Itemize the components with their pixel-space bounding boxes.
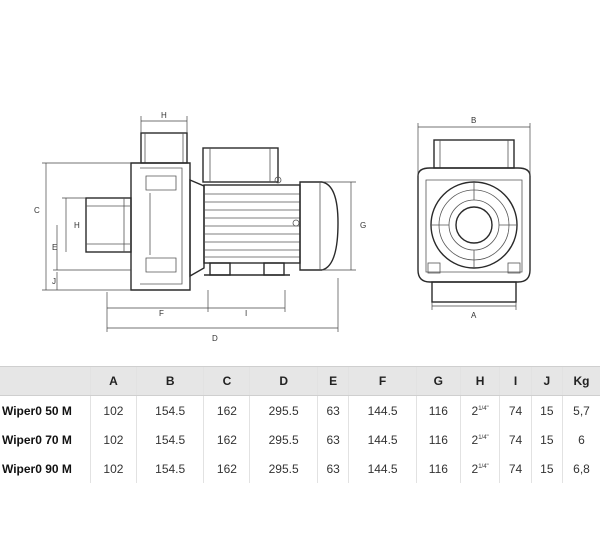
table-row: Wiper0 50 M 102 154.5 162 295.5 63 144.5…	[0, 395, 600, 425]
dim-label-j: J	[52, 277, 56, 286]
cell-b: 154.5	[135, 425, 204, 454]
header-e: E	[316, 366, 349, 396]
cell-b: 154.5	[135, 395, 204, 425]
cell-h: 21/4"	[459, 425, 500, 454]
dim-label-h-top: H	[161, 111, 167, 120]
cell-f: 144.5	[348, 395, 417, 425]
header-d: D	[249, 366, 318, 396]
dim-label-b: B	[471, 116, 476, 125]
model-name: Wiper0 70 M	[2, 432, 72, 447]
header-kg: Kg	[562, 366, 600, 396]
table-row: Wiper0 70 M 102 154.5 162 295.5 63 144.5…	[0, 425, 600, 454]
cell-i: 74	[499, 454, 532, 483]
model-name: Wiper0 90 M	[2, 461, 72, 476]
table-header-row: A B C D E F G H I J Kg	[0, 366, 600, 396]
h-fraction: 1/4"	[478, 463, 489, 470]
dim-label-d: D	[212, 334, 218, 343]
front-view: B A	[417, 116, 531, 320]
dim-label-h-left: H	[74, 221, 80, 230]
cell-h: 21/4"	[459, 454, 500, 483]
dim-label-a: A	[471, 311, 477, 320]
cell-a: 102	[90, 425, 137, 454]
model-name: Wiper0 50 M	[2, 403, 72, 418]
h-fraction: 1/4"	[478, 434, 489, 441]
cell-a: 102	[90, 395, 137, 425]
dim-label-i: I	[245, 309, 247, 318]
dim-label-e: E	[52, 243, 57, 252]
cell-j: 15	[530, 425, 563, 454]
side-view: H C H E J F I D G	[34, 111, 366, 343]
h-whole: 2	[471, 432, 479, 447]
cell-b: 154.5	[135, 454, 204, 483]
cell-g: 116	[415, 454, 461, 483]
header-c: C	[203, 366, 250, 396]
cell-kg: 5,7	[562, 395, 600, 425]
header-a: A	[90, 366, 137, 396]
cell-i: 74	[499, 395, 532, 425]
cell-kg: 6	[562, 425, 600, 454]
cell-g: 116	[415, 395, 461, 425]
cell-j: 15	[530, 395, 563, 425]
cell-f: 144.5	[348, 425, 417, 454]
h-fraction: 1/4"	[478, 405, 489, 412]
dim-label-g: G	[360, 221, 366, 230]
cell-c: 162	[203, 395, 250, 425]
header-f: F	[348, 366, 417, 396]
cell-d: 295.5	[249, 425, 318, 454]
header-g: G	[415, 366, 461, 396]
cell-h: 21/4"	[459, 395, 500, 425]
cell-e: 63	[316, 425, 349, 454]
header-i: I	[499, 366, 532, 396]
cell-c: 162	[203, 454, 250, 483]
header-j: J	[530, 366, 563, 396]
dim-label-f: F	[159, 309, 164, 318]
dimensions-table: A B C D E F G H I J Kg Wiper0 50 M 102 1…	[0, 366, 600, 483]
cell-f: 144.5	[348, 454, 417, 483]
cell-kg: 6,8	[562, 454, 600, 483]
header-b: B	[135, 366, 204, 396]
cell-d: 295.5	[249, 454, 318, 483]
cell-j: 15	[530, 454, 563, 483]
cell-d: 295.5	[249, 395, 318, 425]
cell-e: 63	[316, 454, 349, 483]
cell-a: 102	[90, 454, 137, 483]
cell-i: 74	[499, 425, 532, 454]
header-model	[0, 366, 91, 396]
cell-e: 63	[316, 395, 349, 425]
h-whole: 2	[471, 461, 479, 476]
pump-dimension-drawing: H C H E J F I D G B A	[34, 111, 531, 343]
cell-g: 116	[415, 425, 461, 454]
header-h: H	[459, 366, 500, 396]
cell-c: 162	[203, 425, 250, 454]
table-row: Wiper0 90 M 102 154.5 162 295.5 63 144.5…	[0, 454, 600, 483]
dim-label-c: C	[34, 206, 40, 215]
h-whole: 2	[471, 403, 479, 418]
